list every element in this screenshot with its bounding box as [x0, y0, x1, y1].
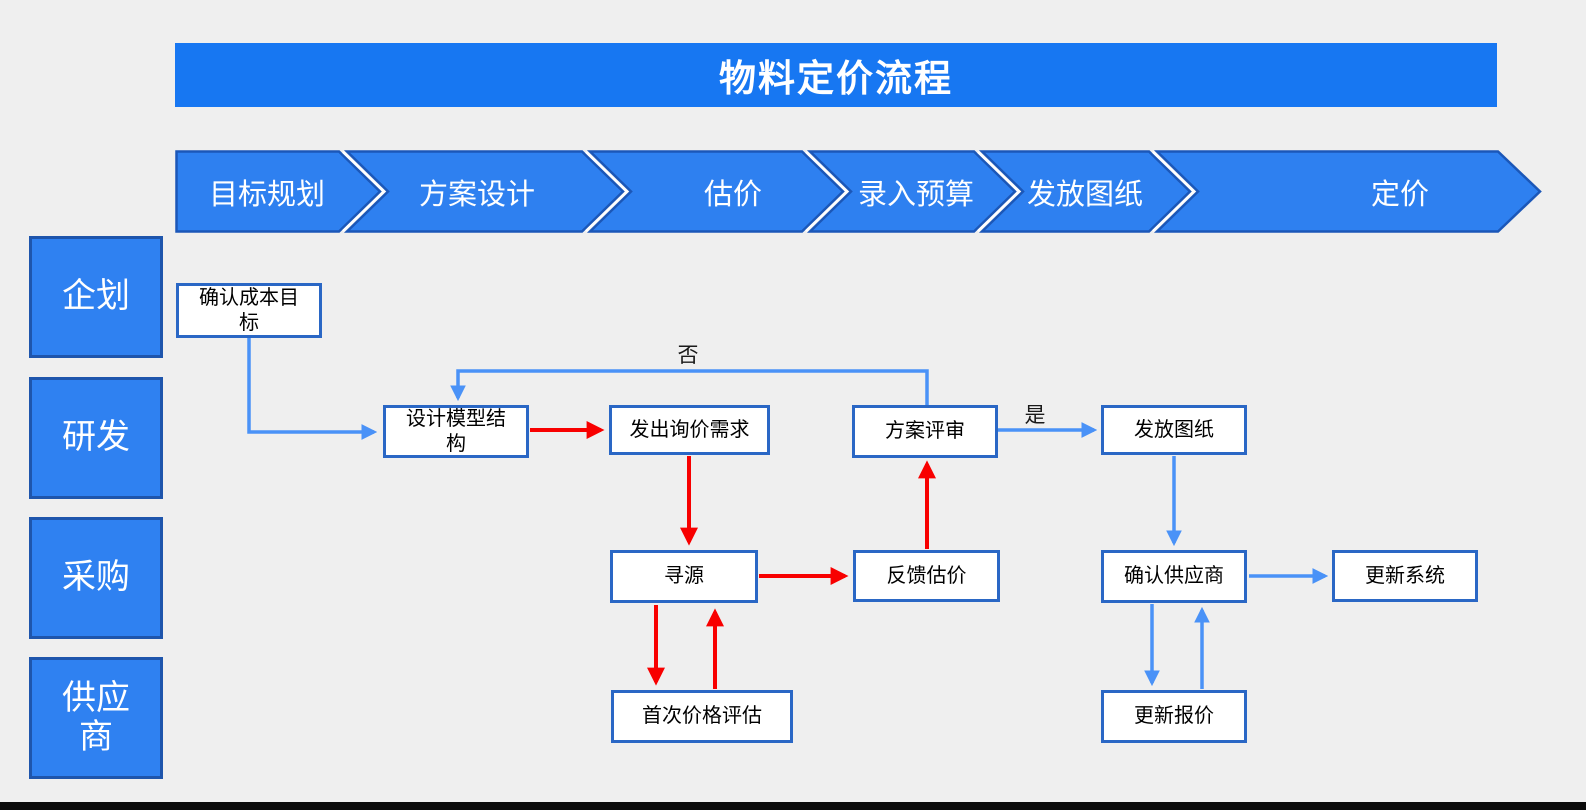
- arrow-confirmcost-to-designmodel: [247, 338, 378, 440]
- edge-label-yes: 是: [1024, 404, 1046, 427]
- phase-chevron-bar: [175, 150, 1542, 233]
- phase-label-estimation: 估价: [703, 178, 762, 211]
- node-confirm-cost-target: 确认成本目 标: [176, 283, 322, 338]
- page-title: 物料定价流程: [719, 58, 953, 99]
- lane-planning: 企划: [29, 236, 163, 358]
- chevron-separator: [1152, 151, 1196, 232]
- node-confirm-supplier: 确认供应商: [1101, 550, 1247, 603]
- chevron-separator: [977, 151, 1021, 232]
- title-banner: 物料定价流程: [175, 43, 1497, 107]
- node-sourcing: 寻源: [610, 550, 758, 603]
- node-send-inquiry-request: 发出询价需求: [609, 405, 770, 455]
- chevron-segment-3: [586, 150, 845, 233]
- phase-label-enter-budget: 录入预算: [857, 178, 974, 211]
- lane-purchasing: 采购: [29, 517, 163, 639]
- node-update-quote: 更新报价: [1101, 690, 1247, 743]
- phase-label-pricing: 定价: [1370, 178, 1429, 211]
- phase-label-plan-design: 方案设计: [418, 178, 535, 211]
- chevron-segment-6: [1153, 150, 1542, 233]
- chevron-segment-2: [343, 150, 625, 233]
- phase-label-goal-planning: 目标规划: [208, 178, 325, 211]
- lane-supplier: 供应 商: [29, 657, 163, 779]
- node-feedback-estimate: 反馈估价: [853, 550, 1000, 602]
- bottom-edge-bar: [0, 802, 1586, 810]
- phase-label-issue-drawings: 发放图纸: [1026, 178, 1143, 211]
- chevron-segment-5: [978, 150, 1192, 233]
- node-design-model-structure: 设计模型结 构: [383, 405, 529, 458]
- edge-label-no: 否: [677, 344, 699, 367]
- node-plan-review: 方案评审: [852, 405, 998, 458]
- node-first-price-evaluation: 首次价格评估: [611, 690, 793, 743]
- chevron-separator: [585, 151, 629, 232]
- lane-rnd: 研发: [29, 377, 163, 499]
- arrow-review-no-to-designmodel: [450, 369, 929, 405]
- chevron-separator: [342, 151, 386, 232]
- chevron-separator: [805, 151, 849, 232]
- node-issue-drawings: 发放图纸: [1101, 405, 1247, 455]
- node-update-system: 更新系统: [1332, 550, 1478, 602]
- chevron-segment-1: [175, 150, 382, 233]
- chevron-segment-4: [806, 150, 1017, 233]
